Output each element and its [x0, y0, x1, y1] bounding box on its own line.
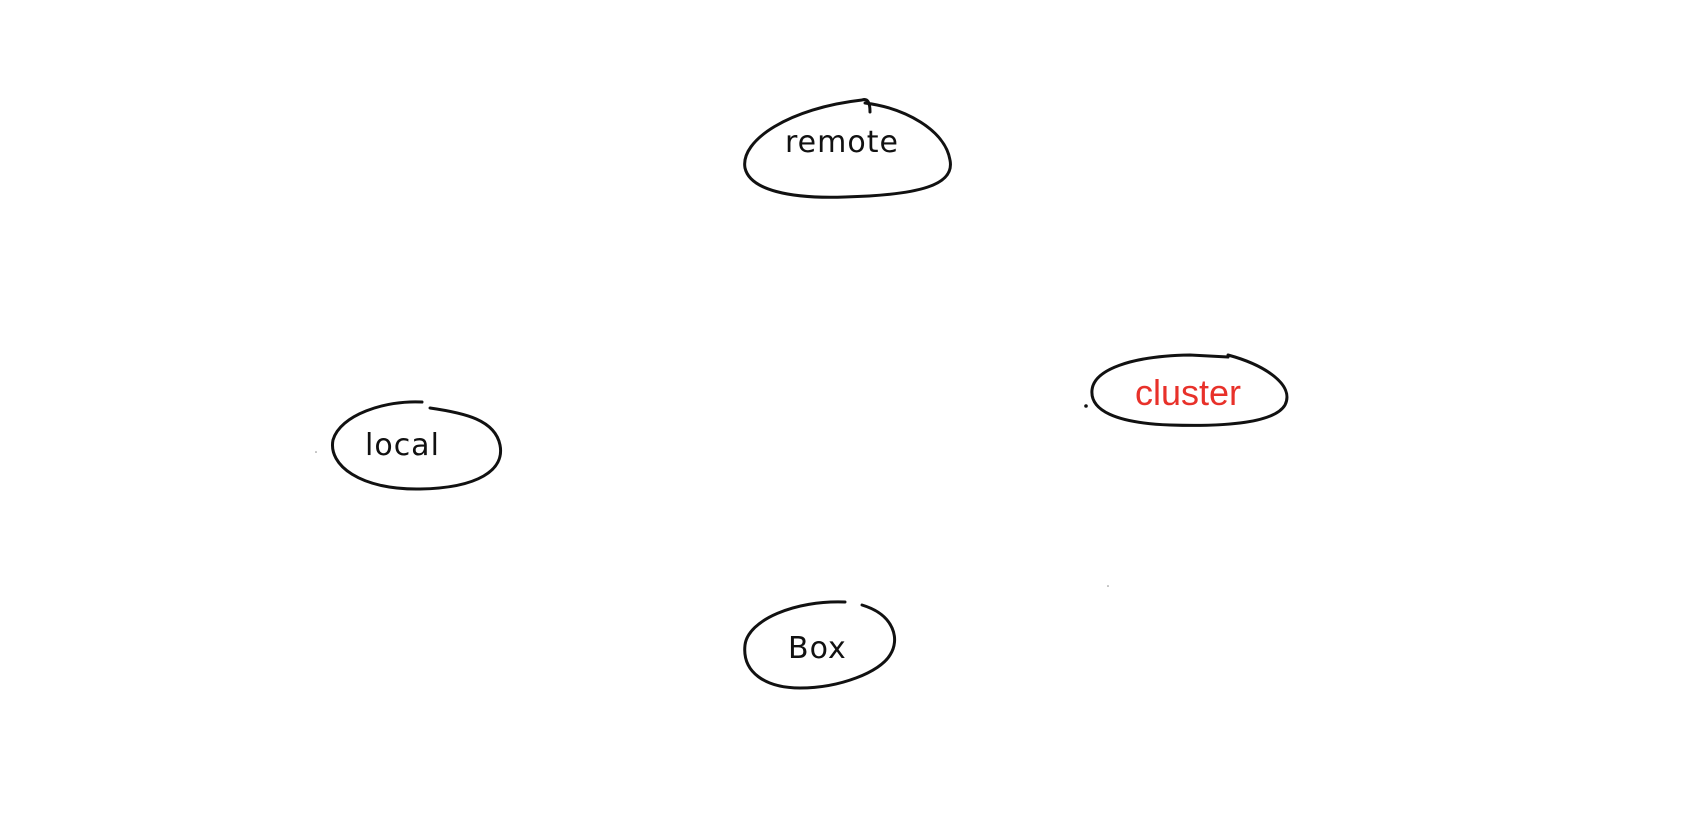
node-remote[interactable]: remote [743, 98, 952, 199]
node-local[interactable]: local [331, 400, 503, 491]
node-cluster-outline [1090, 353, 1289, 427]
node-remote-label: remote [785, 125, 899, 160]
node-box-outline [743, 600, 897, 690]
node-remote-outline [743, 98, 952, 199]
node-box[interactable]: Box [743, 600, 897, 690]
node-cluster[interactable]: cluster [1084, 353, 1289, 427]
node-local-label: local [365, 428, 440, 463]
node-cluster-label: cluster [1135, 372, 1241, 413]
stray-dot [1084, 404, 1088, 408]
node-box-label: Box [788, 631, 847, 666]
stray-mark [315, 451, 317, 453]
stray-mark [1107, 585, 1109, 587]
node-local-outline [331, 400, 503, 491]
